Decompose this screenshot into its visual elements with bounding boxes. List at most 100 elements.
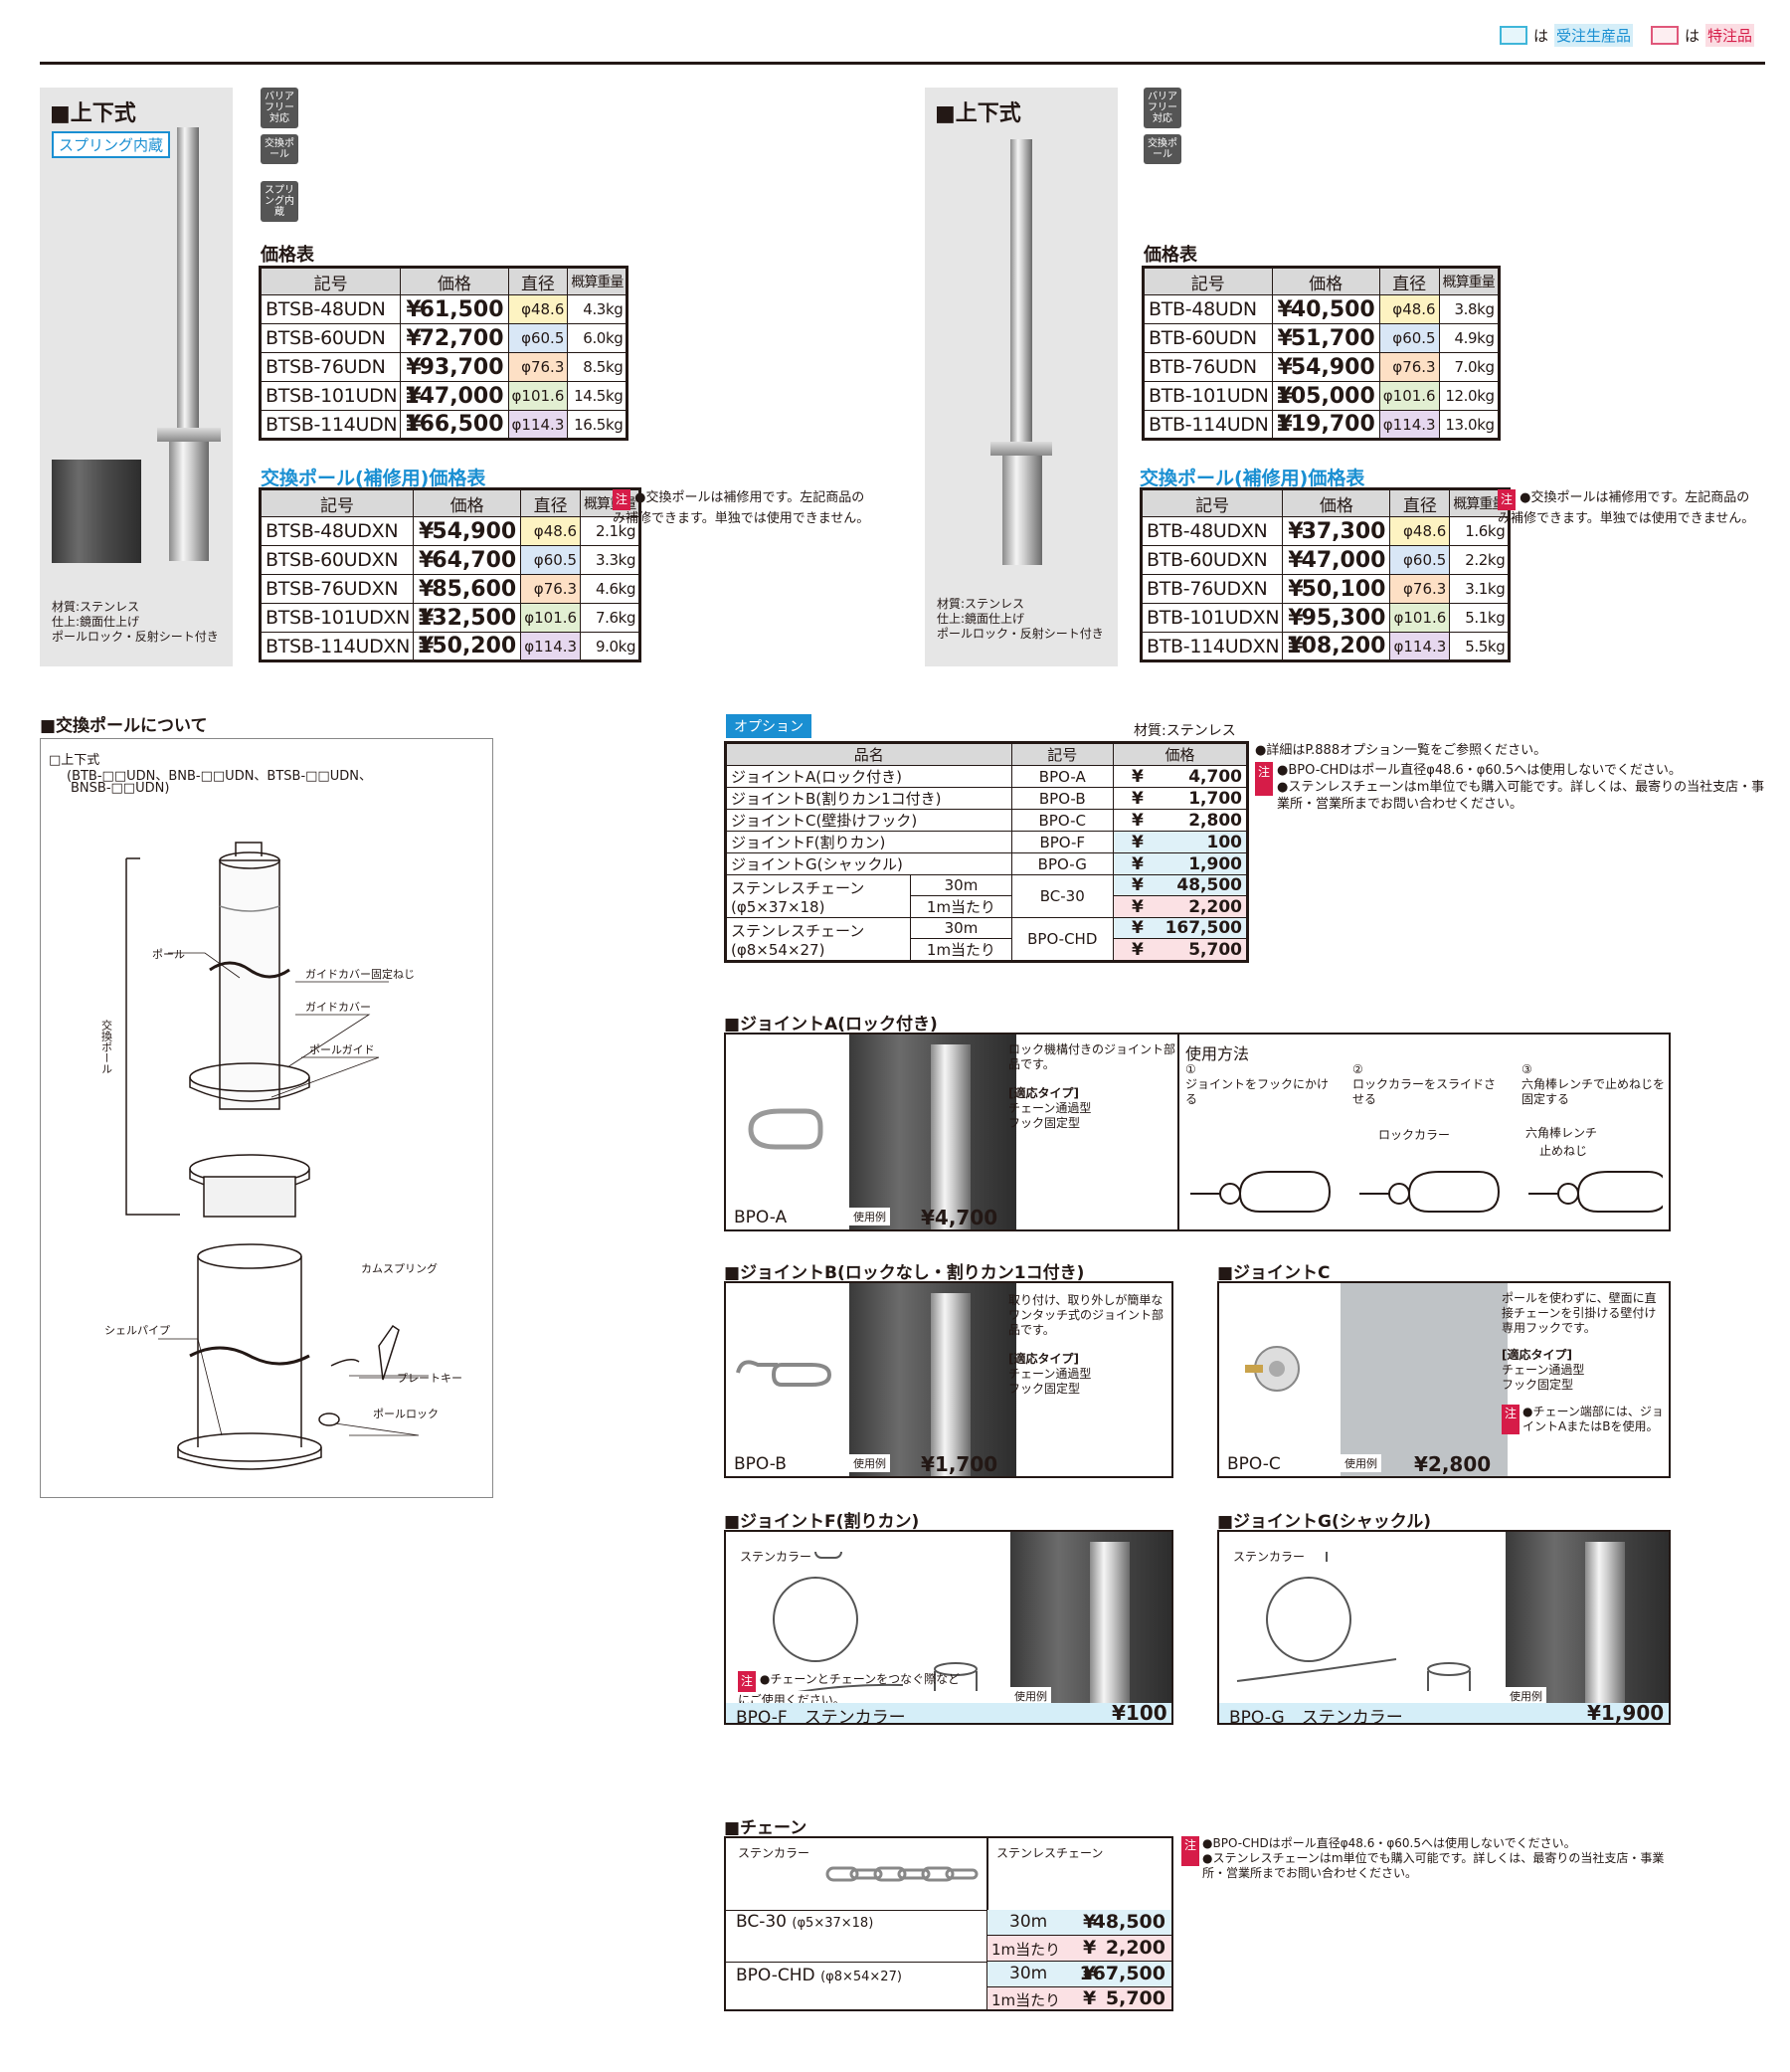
top-rule [40,62,1765,65]
joint-c-price: ¥2,800 [1414,1452,1492,1476]
joint-b-photo [849,1283,1016,1476]
option-code: BPO-B [1010,787,1114,810]
price: ¥95,300 [1282,603,1391,633]
chain-col1: ステンカラー [738,1846,810,1860]
option-name: ジョイントB(割りカン1コ付き) [725,787,1012,810]
legend-special: は 特注品 [1651,24,1755,47]
joint-f-price: ¥100 [1112,1701,1167,1725]
diameter: φ101.6 [1378,381,1440,411]
weight: 8.5kg [567,352,628,382]
chain-box: ステンカラー ステンレスチェーン BC-30 (φ5×37×18) 30m¥48… [724,1836,1173,2011]
joint-b-price: ¥1,700 [921,1452,998,1476]
option-price: ¥4,700 [1113,765,1248,788]
joint-b-box: 使用例 BPO-B ¥1,700 取り付け、取り外しが簡単なワンタッチ式のジョイ… [724,1281,1173,1478]
model-code: BTSB-114UDXN [259,632,415,661]
diameter: φ101.6 [520,603,582,633]
right-exchange-badge: 交換ポール [1144,134,1181,164]
joint-g-code: BPO-G ステンカラー [1229,1708,1403,1728]
spring-label: スプリング内蔵 [52,131,171,158]
wrench-label: 六角棒レンチ [1525,1126,1598,1140]
joint-c-hook-icon [1245,1346,1300,1392]
shell-label: シェルパイプ [104,1324,170,1337]
model-code: BTB-76UDXN [1140,574,1284,604]
right-bollard-flange [990,442,1052,456]
weight: 3.8kg [1438,294,1500,324]
joint-a-heading: ■ジョイントA(ロック付き) [724,1015,938,1035]
option-name: ジョイントC(壁掛けフック) [725,809,1012,832]
joint-b-desc: 取り付け、取り外しが簡単なワンタッチ式のジョイント部品です。 [適応タイプ] チ… [1008,1293,1164,1396]
weight: 9.0kg [580,632,641,661]
option-row: ジョイントC(壁掛けフック)BPO-C¥2,800 [725,809,1248,832]
price: ¥93,700 [400,352,509,382]
diameter: φ76.3 [520,574,582,604]
price: ¥108,200 [1282,632,1391,661]
model-code: BTB-101UDN [1143,381,1273,411]
diameter: φ60.5 [520,545,582,575]
joint-g-illustration [1236,1552,1471,1691]
right-note: 注 ●交換ポールは補修用です。左記商品のみ補修できます。単独では使用できません。 [1498,489,1755,526]
left-product-heading: ■上下式 [50,101,136,126]
weight: 1.6kg [1449,516,1511,546]
model-code: BTB-60UDXN [1140,545,1284,575]
chain-r2-per-m: 1m当たり¥5,700 [986,1987,1171,2009]
option-price: ¥1,700 [1113,787,1248,810]
weight: 6.0kg [567,323,628,353]
diameter: φ114.3 [1378,410,1440,440]
screw-label: ガイドカバー固定ねじ [305,967,415,981]
spring-badge: スプリング内蔵 [261,181,298,222]
price: ¥85,600 [413,574,522,604]
option-row: ジョイントG(シャックル)BPO-G¥1,900 [725,852,1248,875]
model-code: BTB-48UDN [1143,294,1273,324]
diameter: φ114.3 [1389,632,1451,661]
set-screw-label: 止めねじ [1539,1144,1588,1158]
pink-swatch [1651,26,1679,45]
joint-f-color-label: ステンカラー [740,1550,812,1564]
diameter: φ60.5 [1378,323,1440,353]
option-row: ジョイントA(ロック付き)BPO-A¥4,700 [725,765,1248,788]
joint-g-price: ¥1,900 [1587,1701,1665,1725]
diameter: φ114.3 [507,410,569,440]
options-material: 材質:ステンレス [1134,723,1236,739]
joint-g-box: ステンカラー 使用例 BPO-G ステンカラー ¥1,900 [1217,1530,1671,1728]
price: ¥150,200 [413,632,522,661]
left-product-panel: ■上下式 スプリング内蔵 材質:ステンレス 仕上:鏡面仕上げ ポールロック・反射… [40,88,233,666]
chain2-name: ステンレスチェーン(φ8×54×27) [724,917,912,962]
chain-r2-code: BPO-CHD (φ8×54×27) [736,1966,902,1985]
right-repl-title: 交換ポール(補修用)価格表 [1140,468,1365,489]
joint-a-price: ¥4,700 [921,1206,998,1229]
usage-title: 使用方法 [1185,1044,1250,1063]
chain-col2: ステンレスチェーン [996,1846,1104,1860]
option-code: BPO-A [1010,765,1114,788]
price: ¥72,700 [400,323,509,353]
legend-special-label: 特注品 [1705,24,1755,47]
diameter: φ76.3 [1389,574,1451,604]
right-bollard-base [1002,456,1042,565]
option-price: ¥1,900 [1113,852,1248,875]
weight: 5.5kg [1449,632,1511,661]
model-code: BTSB-76UDXN [259,574,415,604]
lock-label: ポールロック [373,1408,439,1420]
price: ¥64,700 [413,545,522,575]
joint-f-box: ステンカラー 注 ●チェーンとチェーンをつなぐ際などにご使用ください。 使用例 … [724,1530,1173,1728]
chain-link-icon [825,1866,979,1882]
left-repl-title: 交換ポール(補修用)価格表 [261,468,486,489]
